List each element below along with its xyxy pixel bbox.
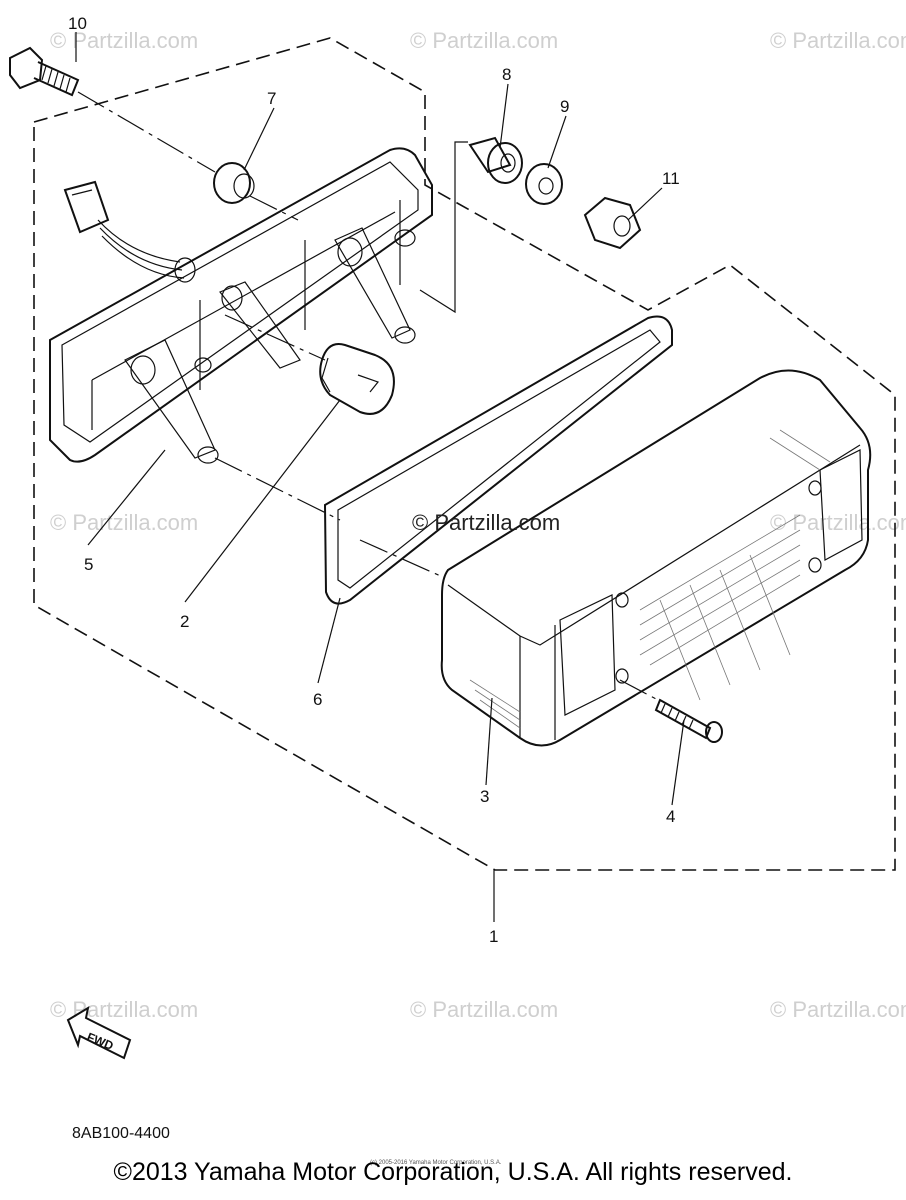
- callout-2: 2: [180, 612, 189, 631]
- grommet-part: [213, 162, 255, 204]
- lens-part: [440, 369, 872, 747]
- watermark-mid-right: © Partzilla.com: [770, 510, 906, 535]
- watermark-bottom-center: © Partzilla.com: [410, 997, 558, 1022]
- copyright-notice: ©2013 Yamaha Motor Corporation, U.S.A. A…: [113, 1158, 793, 1186]
- small-copyright: (c) 2005-2016 Yamaha Motor Corporation, …: [370, 1160, 502, 1166]
- watermark-bottom-left: © Partzilla.com: [50, 997, 198, 1022]
- wire-harness: [63, 180, 196, 283]
- watermark-center: © Partzilla.com: [412, 510, 560, 535]
- housing-base: [49, 147, 433, 464]
- collar-part: [468, 136, 523, 184]
- diagram-code: 8AB100-4400: [72, 1125, 170, 1142]
- nut-part: [583, 196, 642, 250]
- leader-lines: [75, 32, 685, 922]
- callout-3: 3: [480, 787, 489, 806]
- callout-numbers: 10 7 8 9 11 5 2 6 3 4 1: [68, 14, 680, 946]
- callout-4: 4: [666, 807, 675, 826]
- callout-9: 9: [560, 97, 569, 116]
- assembly-lines: [77, 91, 659, 701]
- watermark-mid-left: © Partzilla.com: [50, 510, 198, 535]
- callout-11: 11: [662, 169, 680, 188]
- callout-7: 7: [267, 89, 276, 108]
- assembly-boundary: [33, 37, 896, 871]
- callout-6: 6: [313, 690, 322, 709]
- washer-part: [525, 163, 563, 205]
- gasket-part: [323, 315, 673, 605]
- watermark-top-left: © Partzilla.com: [50, 28, 198, 53]
- watermark-group: © Partzilla.com © Partzilla.com © Partzi…: [50, 28, 906, 1022]
- callout-10: 10: [68, 14, 87, 33]
- watermark-top-center: © Partzilla.com: [410, 28, 558, 53]
- watermark-bottom-right: © Partzilla.com: [770, 997, 906, 1022]
- watermark-top-right: © Partzilla.com: [770, 28, 906, 53]
- screw-part: [654, 698, 723, 743]
- bolt-part: [9, 46, 80, 97]
- bulb-part: [319, 343, 395, 415]
- fwd-label: FWD: [85, 1030, 116, 1053]
- callout-1: 1: [489, 927, 498, 946]
- callout-8: 8: [502, 65, 511, 84]
- callout-5: 5: [84, 555, 93, 574]
